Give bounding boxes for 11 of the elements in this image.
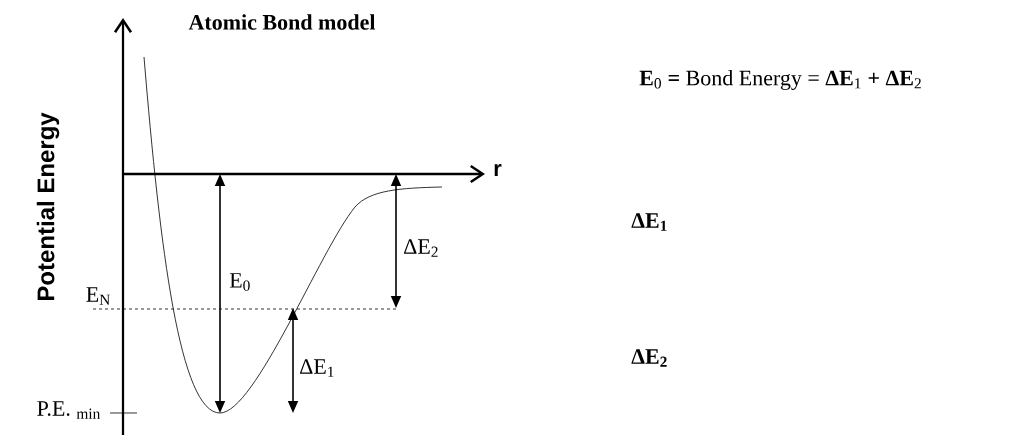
axis-label: r (494, 164, 502, 176)
equation-text: E$_{0}$ = Bond Energy = ΔE$_{1}$ + ΔE$_{2}$ (639, 70, 921, 90)
level-label: P.E. $_{min}$ (37, 401, 101, 419)
title: Atomic Bond model (188, 14, 376, 30)
term-label: ΔE$_{2}$ (631, 349, 667, 367)
term-label: ΔE$_{1}$ (631, 213, 667, 231)
axis-label: Potential Energy (36, 112, 60, 301)
dimension-label: ΔE$_{2}$ (404, 239, 438, 257)
dimension-label: E$_{0}$ (229, 273, 250, 291)
dimension-label: ΔE$_{1}$ (300, 359, 334, 377)
level-label: E$_{N}$ (86, 287, 110, 305)
